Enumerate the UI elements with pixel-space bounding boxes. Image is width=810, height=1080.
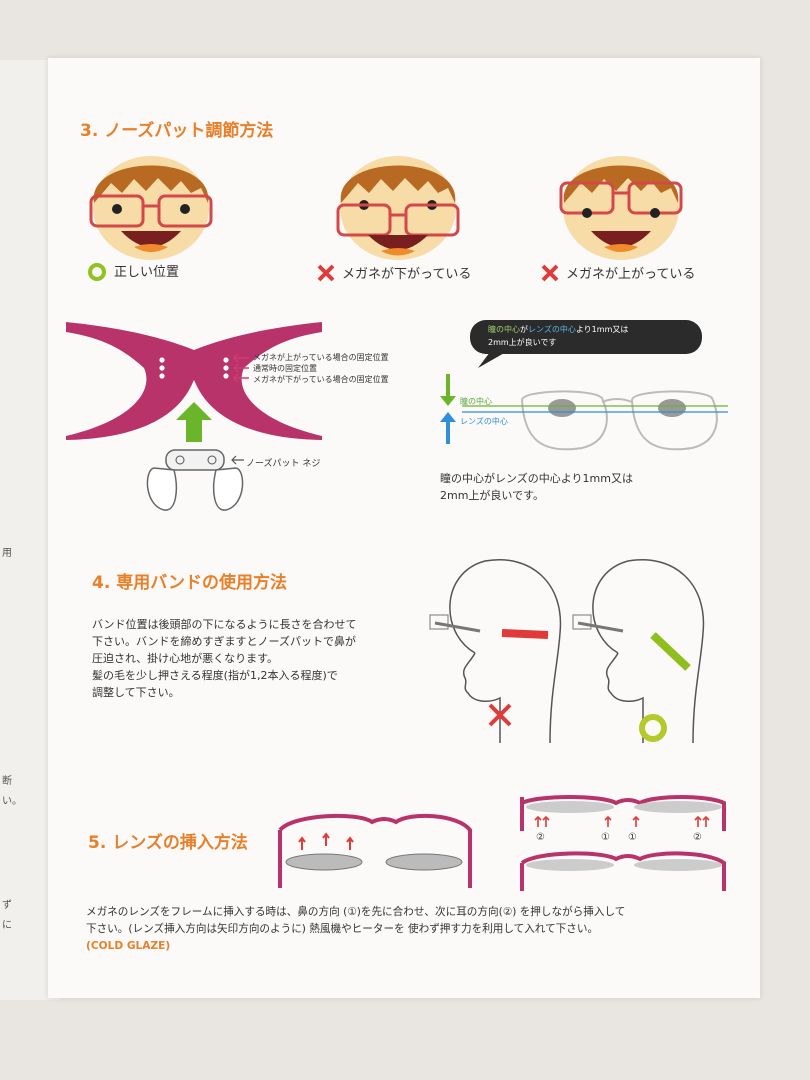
lens-seat-diagram bbox=[520, 795, 726, 891]
bubble-line1: 瞳の中心がレンズの中心より1mm又は bbox=[488, 325, 629, 334]
marker-ear: ② bbox=[693, 832, 702, 843]
pupil-center-label: 瞳の中心 bbox=[460, 397, 492, 406]
position-label-normal: 通常時の固定位置 bbox=[253, 364, 317, 373]
marker-ear: ② bbox=[536, 832, 545, 843]
pupil-lens-diagram bbox=[440, 374, 728, 451]
face-caption-low: メガネが下がっている bbox=[342, 267, 472, 282]
face-glasses-high-illustration bbox=[559, 156, 683, 260]
face-correct-illustration bbox=[89, 156, 213, 260]
side-fragment: ず bbox=[2, 900, 12, 911]
cold-glaze-note: (COLD GLAZE) bbox=[86, 940, 171, 952]
pupil-note: 瞳の中心がレンズの中心より1mm又は 2mm上が良いです。 bbox=[440, 472, 633, 502]
frame-nosepad-diagram bbox=[66, 322, 322, 511]
side-fragment: 用 bbox=[2, 548, 12, 559]
lens-insert-diagram bbox=[278, 813, 472, 888]
side-fragment: 断 bbox=[2, 776, 12, 787]
marker-nose: ① bbox=[628, 832, 637, 843]
position-label-down: メガネが下がっている場合の固定位置 bbox=[253, 375, 389, 384]
cross-mark-icon bbox=[317, 264, 335, 282]
band-wrong-illustration bbox=[429, 559, 562, 744]
speech-bubble bbox=[470, 320, 702, 368]
nosepad-screw-label: ノーズパット ネジ bbox=[246, 459, 321, 469]
face-caption-high: メガネが上がっている bbox=[566, 267, 696, 282]
instruction-sheet: 3. ノーズパット調節方法 正しい位置 メガネが下がっている bbox=[48, 58, 760, 998]
cross-mark-icon bbox=[541, 264, 559, 282]
face-glasses-low-illustration bbox=[336, 156, 460, 260]
side-fragment: い。 bbox=[2, 796, 22, 807]
section5-text: メガネのレンズをフレームに挿入する時は、鼻の方向 (①)を先に合わせ、次に耳の方… bbox=[86, 904, 625, 955]
face-caption-correct: 正しい位置 bbox=[114, 265, 180, 280]
marker-nose: ① bbox=[601, 832, 610, 843]
section3-title: 3. ノーズパット調節方法 bbox=[80, 121, 274, 141]
bubble-line2: 2mm上が良いです bbox=[488, 338, 557, 347]
section5-title: 5. レンズの挿入方法 bbox=[88, 833, 248, 853]
section4-text: バンド位置は後頭部の下になるように長さを合わせて 下さい。バンドを締めすぎますと… bbox=[92, 618, 357, 699]
position-label-up: メガネが上がっている場合の固定位置 bbox=[253, 353, 389, 362]
circle-mark-icon bbox=[88, 263, 106, 281]
side-fragment: に bbox=[2, 920, 12, 931]
section4-title: 4. 専用バンドの使用方法 bbox=[92, 573, 288, 593]
band-correct-illustration bbox=[572, 559, 705, 744]
lens-center-label: レンズの中心 bbox=[460, 417, 508, 426]
